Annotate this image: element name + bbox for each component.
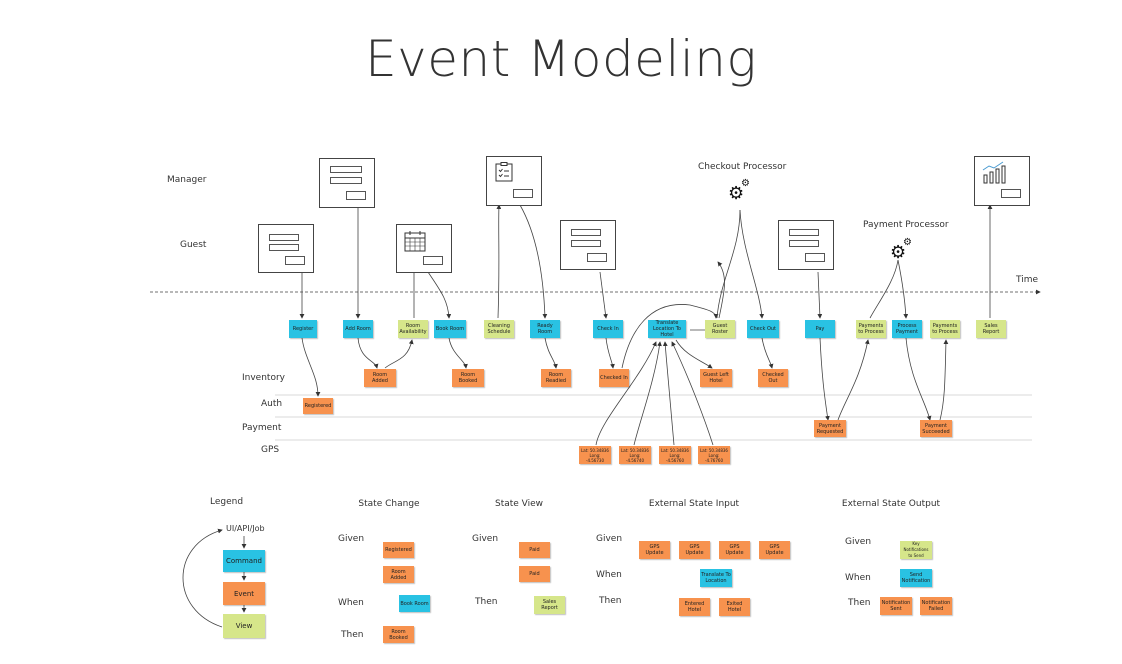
ei-when-label: When	[596, 570, 622, 580]
sv-then-label: Then	[475, 597, 498, 607]
pay-screen-mockup	[778, 220, 834, 270]
gps-event-4: Lat: 50.34836 Long: -4.76760	[698, 446, 730, 464]
sales-report-view: Sales Report	[976, 320, 1006, 338]
process-payment-command: Process Payment	[892, 320, 922, 338]
room-availability-view: Room Availability	[398, 320, 428, 338]
ei-exited-hotel: Exited Hotel	[719, 598, 750, 616]
ei-translate-location: Translate To Location	[700, 569, 732, 587]
sc-then-label: Then	[341, 630, 364, 640]
legend-event: Event	[223, 582, 265, 605]
ei-gps-update-3: GPS Update	[719, 541, 750, 559]
lane-payment: Payment	[242, 423, 282, 433]
eo-given-label: Given	[845, 537, 872, 547]
time-axis-label: Time	[1016, 275, 1039, 285]
eo-then-label: Then	[848, 598, 871, 608]
register-command: Register	[289, 320, 317, 338]
sc-book-room: Book Room	[399, 595, 430, 612]
ei-gps-update-4: GPS Update	[759, 541, 790, 559]
sv-sales-report: Sales Report	[534, 596, 565, 614]
payment-succeeded-event: Payment Succeeded	[920, 420, 952, 437]
sc-room-booked: Room Booked	[383, 626, 414, 643]
ei-gps-update-1: GPS Update	[639, 541, 670, 559]
gps-event-1: Lat: 50.34836 Long: -4.56730	[579, 446, 611, 464]
payments-to-process-view-2: Payments to Process	[930, 320, 960, 338]
sc-room-added: Room Added	[383, 566, 414, 583]
eo-notification-sent: Notification Sent	[880, 597, 912, 615]
cleaning-schedule-screen-mockup	[486, 156, 542, 206]
sc-when-label: When	[338, 598, 364, 608]
lane-auth: Auth	[261, 399, 283, 409]
eo-send-notification: Send Notification	[900, 569, 932, 587]
lane-payment-processor: Payment Processor	[863, 220, 949, 230]
ei-gps-update-2: GPS Update	[679, 541, 710, 559]
book-room-command: Book Room	[434, 320, 466, 338]
legend-title: Legend	[210, 497, 244, 507]
registered-event: Registered	[303, 398, 333, 414]
guest-roster-view: Guest Roster	[705, 320, 735, 338]
payment-processor-gear-icon: ⚙	[890, 242, 907, 263]
checked-in-event: Checked In	[599, 369, 629, 387]
translate-location-command: Translate Location To Hotel	[648, 320, 686, 338]
external-input-title: External State Input	[648, 499, 740, 509]
lane-inventory: Inventory	[242, 373, 285, 383]
book-room-screen-mockup	[396, 224, 452, 273]
sales-report-screen-mockup	[974, 156, 1030, 206]
add-room-screen-mockup	[319, 158, 375, 208]
checkout-processor-gear-icon: ⚙	[728, 183, 745, 204]
payment-processor-small-gear-icon: ⚙	[903, 237, 912, 248]
ready-room-command: Ready Room	[530, 320, 560, 338]
lane-guest: Guest	[180, 240, 207, 250]
eo-notification-failed: Notification Failed	[920, 597, 952, 615]
page-title: Event Modeling	[365, 30, 757, 88]
ei-entered-hotel: Entered Hotel	[679, 598, 710, 616]
legend-view: View	[223, 614, 265, 638]
state-view-title: State View	[494, 499, 544, 509]
sv-paid-2: Paid	[519, 566, 550, 582]
sc-registered: Registered	[383, 542, 414, 558]
checked-out-event: Checked Out	[758, 369, 788, 387]
lane-gps: GPS	[261, 445, 280, 455]
gps-event-3: Lat: 50.34836 Long: -4.56760	[659, 446, 691, 464]
calendar-icon	[404, 231, 426, 252]
check-out-command: Check Out	[747, 320, 779, 338]
bar-chart-icon	[982, 161, 1006, 184]
ei-then-label: Then	[599, 596, 622, 606]
cleaning-schedule-view: Cleaning Schedule	[484, 320, 514, 338]
register-screen-mockup	[258, 224, 314, 273]
check-in-screen-mockup	[560, 220, 616, 270]
state-change-title: State Change	[358, 499, 420, 509]
sc-given-label: Given	[338, 534, 365, 544]
legend-command: Command	[223, 550, 265, 572]
lane-manager: Manager	[167, 175, 207, 185]
eo-key-notifications: Key Notifications to Send	[900, 541, 932, 559]
room-readied-event: Room Readied	[541, 369, 571, 387]
pay-command: Pay	[805, 320, 835, 338]
eo-when-label: When	[845, 573, 871, 583]
external-output-title: External State Output	[841, 499, 941, 509]
ei-given-label: Given	[596, 534, 623, 544]
room-added-event: Room Added	[364, 369, 396, 387]
lane-checkout-processor: Checkout Processor	[698, 162, 787, 172]
check-in-command: Check In	[593, 320, 623, 338]
guest-left-hotel-event: Guest Left Hotel	[700, 369, 732, 387]
legend-ui: UI/API/Job	[226, 524, 265, 533]
payments-to-process-view-1: Payments to Process	[856, 320, 886, 338]
checkout-processor-small-gear-icon: ⚙	[741, 178, 750, 189]
payment-requested-event: Payment Requested	[814, 420, 846, 437]
gps-event-2: Lat: 50.34836 Long: -4.56740	[619, 446, 651, 464]
sv-paid-1: Paid	[519, 542, 550, 558]
add-room-command: Add Room	[343, 320, 373, 338]
clipboard-icon	[495, 162, 513, 182]
sv-given-label: Given	[472, 534, 499, 544]
room-booked-event: Room Booked	[452, 369, 484, 387]
